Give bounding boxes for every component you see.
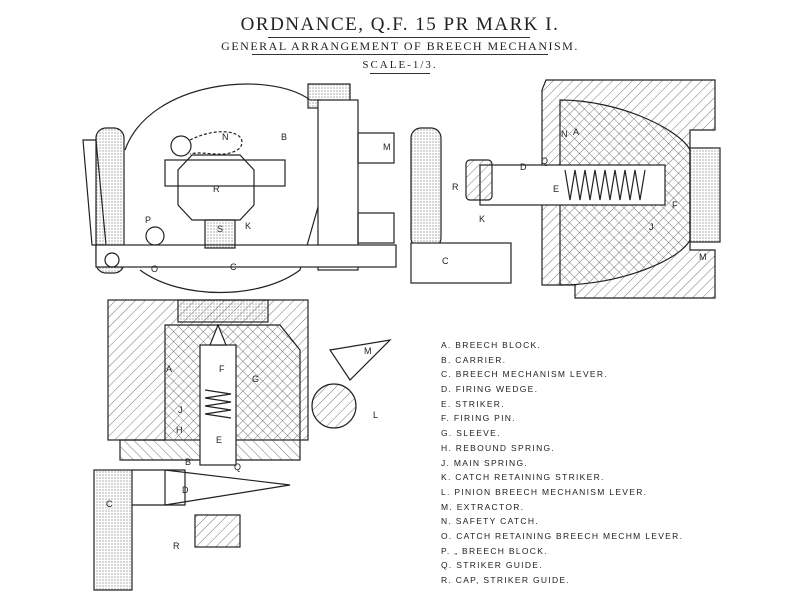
bore-top bbox=[177, 299, 269, 323]
elevation-labels: B M N R S K P C O bbox=[145, 132, 391, 274]
spring-vertical bbox=[204, 389, 232, 419]
guide-slot bbox=[164, 159, 286, 187]
label-c: C bbox=[106, 499, 113, 509]
carrier-body bbox=[317, 99, 359, 271]
subtitle-underline bbox=[252, 54, 548, 55]
pinion bbox=[311, 383, 357, 429]
extractor-vertical bbox=[328, 339, 392, 381]
legend-item-p: P. „ BREECH BLOCK. bbox=[441, 545, 548, 556]
label-r: R bbox=[173, 541, 180, 551]
label-r: R bbox=[452, 182, 459, 192]
label-m: M bbox=[364, 346, 372, 356]
firing-wedge bbox=[164, 469, 291, 506]
legend-item-o: O. CATCH RETAINING BREECH MECHM LEVER. bbox=[441, 530, 684, 541]
label-c: C bbox=[230, 262, 237, 272]
label-m: M bbox=[699, 252, 707, 262]
horizontal-section bbox=[410, 79, 721, 299]
label-a: A bbox=[166, 364, 172, 374]
elevation-view bbox=[82, 83, 397, 294]
parts-legend: A. BREECH BLOCK. B. CARRIER. C. BREECH M… bbox=[441, 340, 683, 590]
label-s: S bbox=[217, 224, 223, 234]
scale-underline bbox=[370, 73, 430, 74]
legend-item-g: G. SLEEVE. bbox=[441, 428, 501, 439]
catch-breech-block bbox=[145, 226, 165, 246]
title-underline bbox=[268, 37, 530, 38]
legend-item-q: Q. STRIKER GUIDE. bbox=[441, 560, 543, 571]
label-j: J bbox=[178, 405, 183, 415]
legend-item-f: F. FIRING PIN. bbox=[441, 413, 516, 424]
label-e: E bbox=[553, 184, 559, 194]
lever-pivot bbox=[104, 252, 120, 268]
label-d: D bbox=[520, 162, 527, 172]
vertical-section-labels: A F G J H E B Q D C R M L bbox=[106, 346, 378, 551]
lever-arm-section bbox=[410, 242, 512, 284]
legend-item-h: H. REBOUND SPRING. bbox=[441, 442, 556, 453]
legend-item-e: E. STRIKER. bbox=[441, 398, 505, 409]
firing-pin-tip bbox=[209, 323, 227, 346]
label-g: G bbox=[252, 374, 259, 384]
drawing-title: ORDNANCE, Q.F. 15 PR MARK I. bbox=[240, 14, 560, 35]
label-e: E bbox=[216, 435, 222, 445]
catch-striker bbox=[204, 219, 236, 249]
striker-bore bbox=[199, 344, 237, 466]
lever-handle bbox=[95, 127, 125, 274]
lever-vertical bbox=[93, 469, 133, 591]
label-q: Q bbox=[234, 462, 241, 472]
legend-item-l: L. PINION BREECH MECHANISM LEVER. bbox=[441, 486, 648, 497]
label-o: O bbox=[151, 264, 158, 274]
label-f: F bbox=[672, 200, 678, 210]
legend-item-d: D. FIRING WEDGE. bbox=[441, 384, 539, 395]
legend-item-j: J. MAIN SPRING. bbox=[441, 457, 529, 468]
extractor-arm-top bbox=[357, 132, 395, 164]
lever-handle-section bbox=[410, 127, 442, 249]
legend-item-k: K. CATCH RETAINING STRIKER. bbox=[441, 472, 605, 483]
striker-guide-cap-vertical bbox=[194, 514, 241, 548]
label-r: R bbox=[213, 184, 220, 194]
label-p: P bbox=[145, 215, 151, 225]
extractor-arm-bottom bbox=[357, 212, 395, 244]
horizontal-section-labels: A N D Q R E K C F J M bbox=[442, 127, 707, 266]
label-d: D bbox=[182, 485, 189, 495]
label-l: L bbox=[373, 410, 378, 420]
label-n: N bbox=[222, 132, 229, 142]
lever-arm bbox=[95, 244, 397, 268]
drawing-scale: SCALE-1/3. bbox=[362, 59, 438, 71]
label-n: N bbox=[561, 129, 568, 139]
main-spring bbox=[564, 169, 646, 201]
label-k: K bbox=[245, 221, 251, 231]
striker-cap bbox=[465, 159, 493, 201]
label-q: Q bbox=[541, 156, 548, 166]
legend-item-a: A. BREECH BLOCK. bbox=[441, 340, 542, 350]
legend-item-b: B. CARRIER. bbox=[441, 354, 507, 365]
legend-item-m: M. EXTRACTOR. bbox=[441, 501, 525, 512]
safety-catch bbox=[170, 135, 192, 157]
label-j: J bbox=[649, 222, 654, 232]
label-b: B bbox=[185, 457, 191, 467]
legend-item-c: C. BREECH MECHANISM LEVER. bbox=[441, 369, 608, 380]
label-a: A bbox=[573, 127, 579, 137]
barrel-bore bbox=[689, 147, 721, 243]
label-k: K bbox=[479, 214, 485, 224]
lever-foot bbox=[132, 469, 186, 506]
label-c: C bbox=[442, 256, 449, 266]
legend-item-n: N. SAFETY CATCH. bbox=[441, 516, 539, 527]
label-f: F bbox=[219, 364, 225, 374]
legend-item-r: R. CAP, STRIKER GUIDE. bbox=[441, 575, 571, 585]
drawing-subtitle: GENERAL ARRANGEMENT OF BREECH MECHANISM. bbox=[221, 39, 579, 53]
vertical-section bbox=[93, 299, 392, 591]
label-b: B bbox=[281, 132, 287, 142]
label-h: H bbox=[176, 425, 183, 435]
label-m: M bbox=[383, 142, 391, 152]
